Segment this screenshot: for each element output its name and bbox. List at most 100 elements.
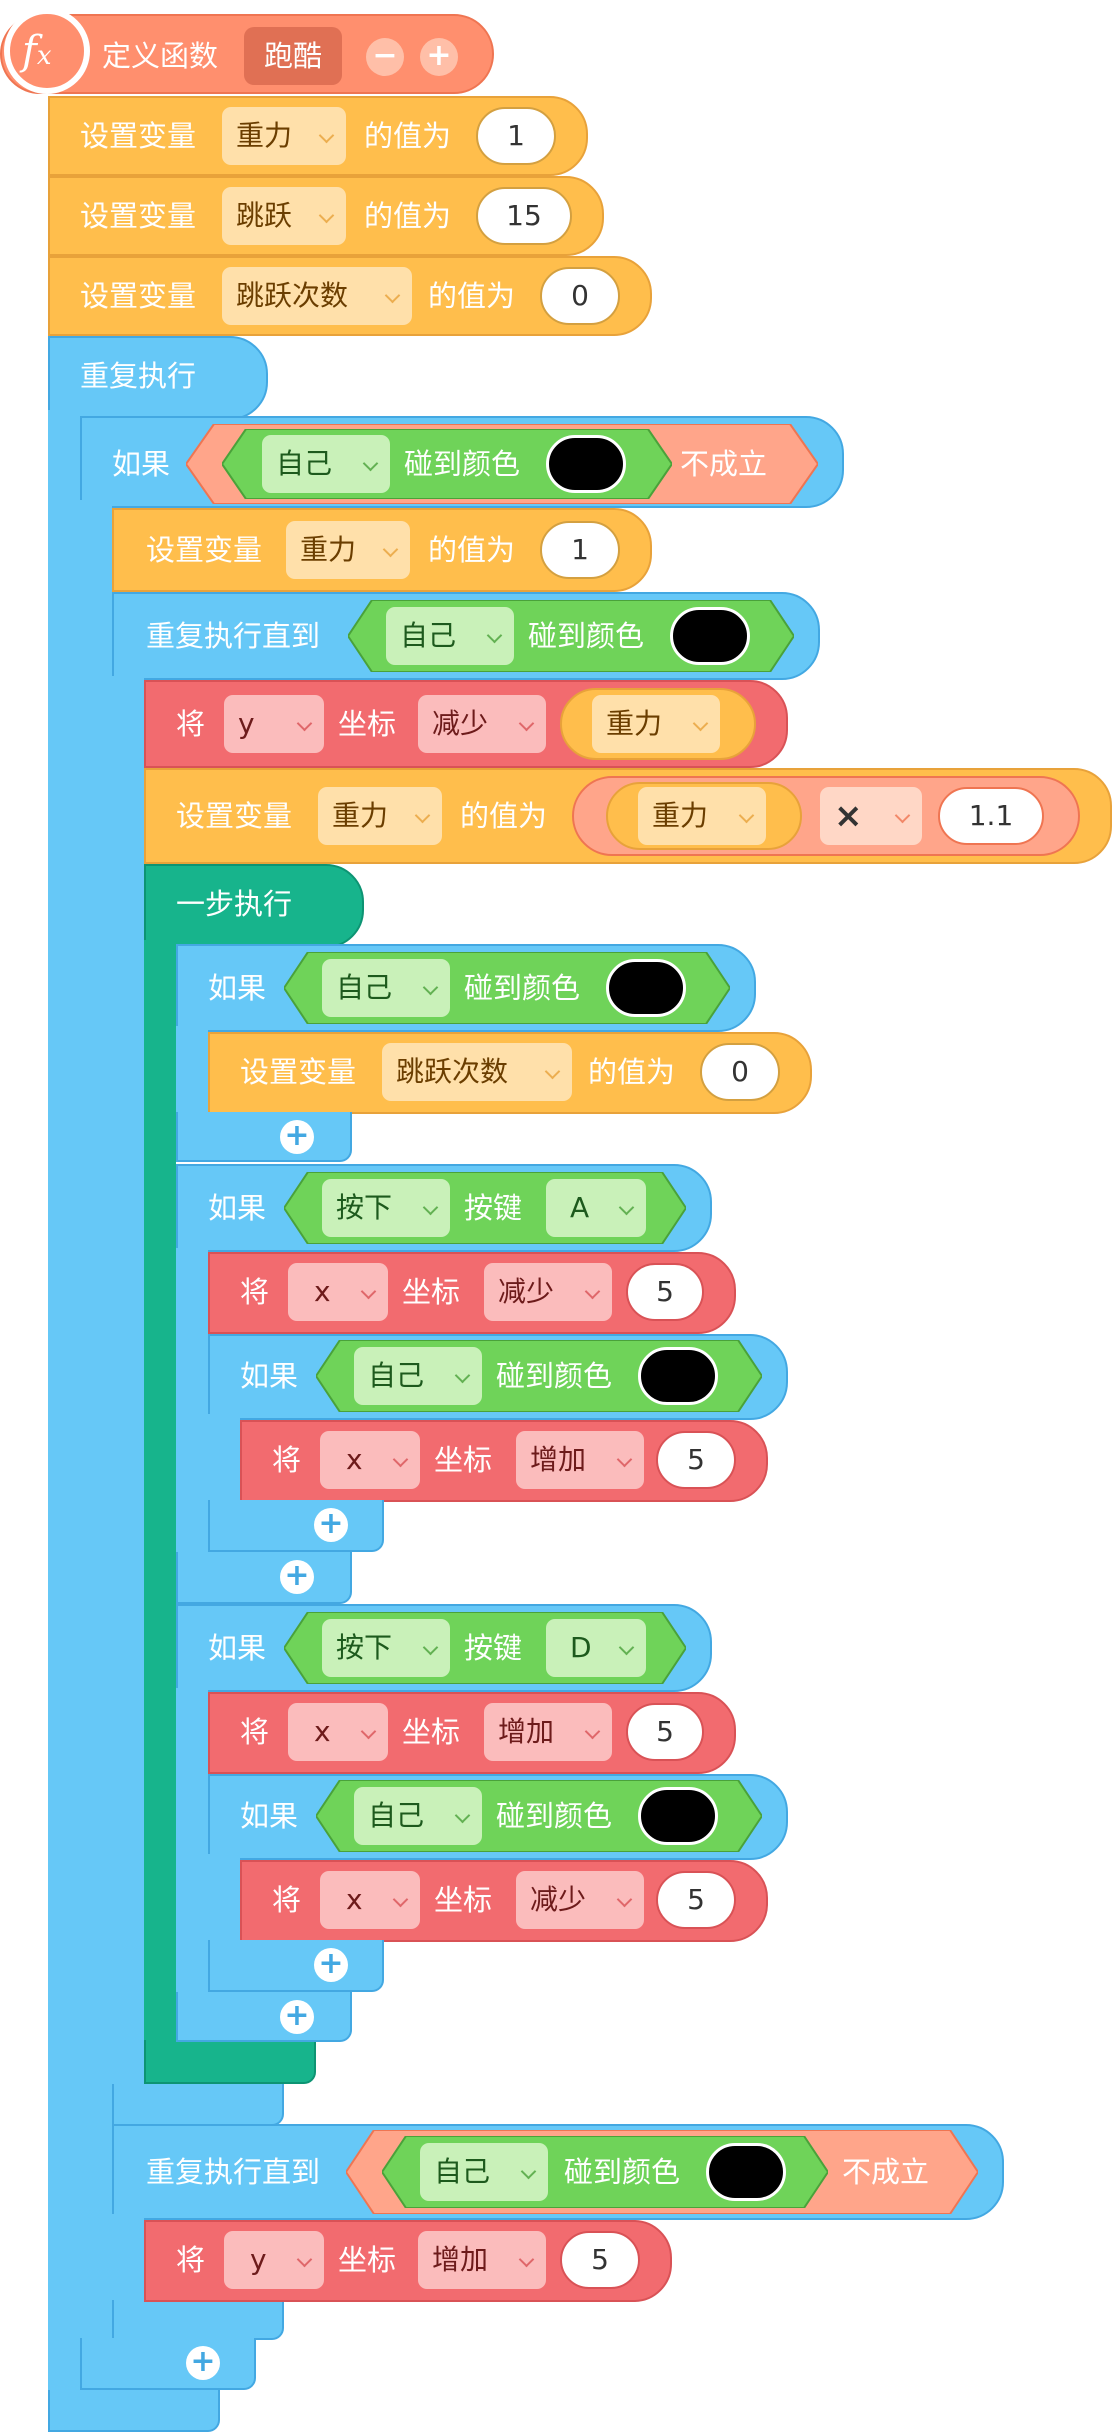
direction-dropdown[interactable]: 减少: [484, 1263, 612, 1321]
color-swatch[interactable]: [670, 607, 750, 665]
direction-dropdown[interactable]: 减少: [516, 1871, 644, 1929]
key-dropdown[interactable]: D: [546, 1619, 646, 1677]
value-is-label: 的值为: [364, 119, 452, 153]
remove-param-button[interactable]: −: [366, 38, 404, 76]
operator-dropdown[interactable]: ×: [820, 787, 922, 845]
if-bottom: [80, 2338, 256, 2390]
fx-icon: fx: [4, 8, 90, 94]
forever-bottom: [48, 2390, 220, 2432]
value-input[interactable]: 15: [476, 187, 572, 245]
axis-dropdown[interactable]: y: [224, 2231, 324, 2289]
value-input[interactable]: 1: [540, 521, 620, 579]
forever-label: 重复执行: [80, 359, 197, 393]
if-label: 如果: [240, 1359, 299, 1393]
variable-dropdown[interactable]: 重力: [592, 695, 720, 753]
direction-dropdown[interactable]: 增加: [418, 2231, 546, 2289]
if-bottom: [176, 1112, 352, 1162]
value-input[interactable]: 5: [656, 1871, 736, 1929]
step-left-bar: [144, 940, 176, 2040]
value-input[interactable]: 1.1: [938, 787, 1044, 845]
variable-dropdown[interactable]: 跳跃: [222, 187, 346, 245]
axis-dropdown[interactable]: x: [320, 1871, 420, 1929]
value-is-label: 的值为: [428, 533, 516, 567]
color-swatch[interactable]: [546, 435, 626, 493]
variable-dropdown[interactable]: 重力: [318, 787, 442, 845]
touch-color-label: 碰到颜色: [464, 971, 581, 1005]
step-bottom: [144, 2040, 316, 2084]
value-input[interactable]: 5: [626, 1703, 704, 1761]
axis-dropdown[interactable]: x: [288, 1263, 388, 1321]
coord-label: 坐标: [434, 1443, 493, 1477]
coord-label: 坐标: [402, 1275, 461, 1309]
key-label: 按键: [464, 1631, 523, 1665]
coord-label: 坐标: [338, 2243, 397, 2277]
value-is-label: 的值为: [460, 799, 548, 833]
variable-dropdown[interactable]: 跳跃次数: [382, 1043, 572, 1101]
sprite-dropdown[interactable]: 自己: [354, 1347, 482, 1405]
set-variable-label: 设置变量: [80, 199, 197, 233]
set-variable-label: 设置变量: [80, 279, 197, 313]
set-variable-label: 设置变量: [176, 799, 293, 833]
add-param-button[interactable]: +: [420, 38, 458, 76]
value-input[interactable]: 5: [560, 2231, 640, 2289]
add-block-button[interactable]: +: [186, 2346, 220, 2380]
value-input[interactable]: 0: [700, 1043, 780, 1101]
repeat-until-left-bar: [112, 676, 144, 2096]
value-input[interactable]: 1: [476, 107, 556, 165]
value-is-label: 的值为: [364, 199, 452, 233]
value-input[interactable]: 5: [656, 1431, 736, 1489]
coord-label: 坐标: [434, 1883, 493, 1917]
key-action-dropdown[interactable]: 按下: [322, 1619, 450, 1677]
variable-dropdown[interactable]: 跳跃次数: [222, 267, 412, 325]
step-block[interactable]: [144, 864, 364, 948]
function-name-field[interactable]: 跑酷: [244, 27, 342, 85]
touch-color-label: 碰到颜色: [404, 447, 521, 481]
color-swatch[interactable]: [606, 959, 686, 1017]
coord-label: 坐标: [402, 1715, 461, 1749]
axis-dropdown[interactable]: y: [224, 695, 324, 753]
touch-color-label: 碰到颜色: [496, 1799, 613, 1833]
move-will-label: 将: [240, 1275, 270, 1309]
direction-dropdown[interactable]: 减少: [418, 695, 546, 753]
repeat-until-bottom: [112, 2084, 284, 2126]
touch-color-label: 碰到颜色: [528, 619, 645, 653]
if-label: 如果: [208, 1191, 267, 1225]
color-swatch[interactable]: [638, 1347, 718, 1405]
key-action-dropdown[interactable]: 按下: [322, 1179, 450, 1237]
if-bottom: [208, 1940, 384, 1992]
set-variable-label: 设置变量: [240, 1055, 357, 1089]
key-dropdown[interactable]: A: [546, 1179, 646, 1237]
move-will-label: 将: [272, 1443, 302, 1477]
variable-dropdown[interactable]: 重力: [638, 787, 766, 845]
direction-dropdown[interactable]: 增加: [484, 1703, 612, 1761]
direction-dropdown[interactable]: 增加: [516, 1431, 644, 1489]
value-is-label: 的值为: [588, 1055, 676, 1089]
sprite-dropdown[interactable]: 自己: [386, 607, 514, 665]
sprite-dropdown[interactable]: 自己: [420, 2143, 548, 2201]
repeat-until-label: 重复执行直到: [146, 619, 321, 653]
add-block-button[interactable]: +: [280, 1560, 314, 1594]
add-block-button[interactable]: +: [280, 2000, 314, 2034]
sprite-dropdown[interactable]: 自己: [354, 1787, 482, 1845]
sprite-dropdown[interactable]: 自己: [262, 435, 390, 493]
coord-label: 坐标: [338, 707, 397, 741]
repeat-until-bottom: [112, 2300, 284, 2340]
step-label: 一步执行: [176, 887, 293, 921]
add-block-button[interactable]: +: [314, 1948, 348, 1982]
value-input[interactable]: 5: [626, 1263, 704, 1321]
add-block-button[interactable]: +: [314, 1508, 348, 1542]
axis-dropdown[interactable]: x: [320, 1431, 420, 1489]
if-bottom: [208, 1500, 384, 1552]
color-swatch[interactable]: [638, 1787, 718, 1845]
value-input[interactable]: 0: [540, 267, 620, 325]
touch-color-label: 碰到颜色: [564, 2155, 681, 2189]
variable-dropdown[interactable]: 重力: [286, 521, 410, 579]
move-will-label: 将: [240, 1715, 270, 1749]
sprite-dropdown[interactable]: 自己: [322, 959, 450, 1017]
set-variable-label: 设置变量: [80, 119, 197, 153]
add-block-button[interactable]: +: [280, 1120, 314, 1154]
axis-dropdown[interactable]: x: [288, 1703, 388, 1761]
variable-dropdown[interactable]: 重力: [222, 107, 346, 165]
color-swatch[interactable]: [706, 2143, 786, 2201]
define-function-label: 定义函数: [102, 39, 219, 73]
